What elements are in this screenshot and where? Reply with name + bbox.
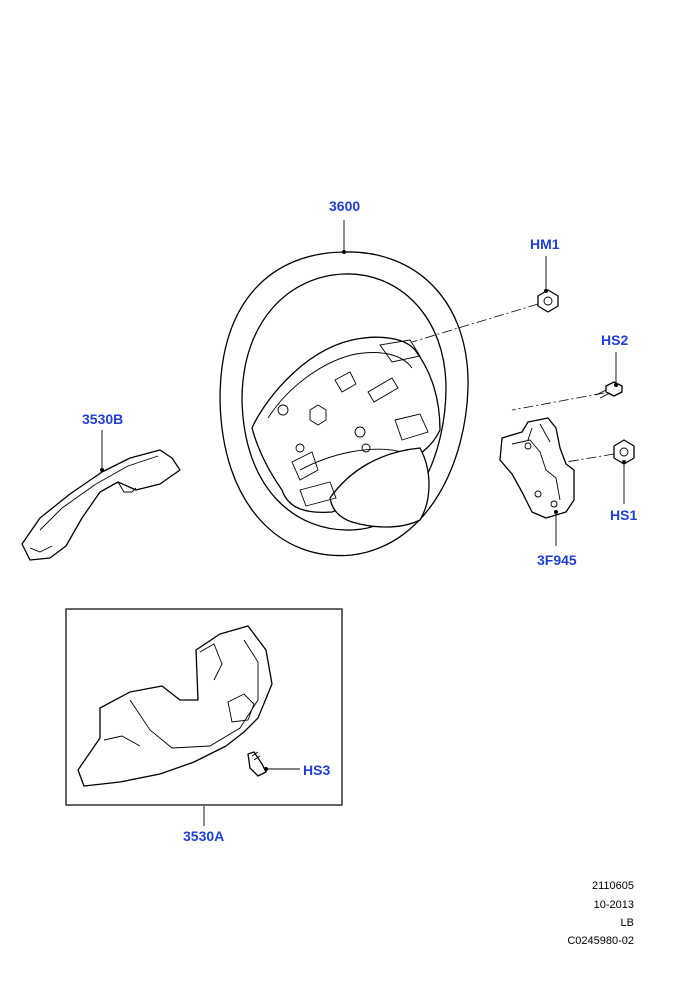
nut-hm1[interactable] xyxy=(537,289,559,313)
callout-3530a[interactable]: 3530A xyxy=(183,828,225,844)
leader-lines xyxy=(100,220,626,826)
callout-hs3[interactable]: HS3 xyxy=(303,762,331,778)
callout-3530b[interactable]: 3530B xyxy=(82,411,124,427)
callout-3f945[interactable]: 3F945 xyxy=(537,552,577,568)
bracket-3f945[interactable] xyxy=(499,417,575,519)
callout-hs2[interactable]: HS2 xyxy=(601,332,629,348)
screw-hs1[interactable] xyxy=(613,439,635,465)
footer-date: 10-2013 xyxy=(593,899,634,911)
lower-shroud-3530a[interactable] xyxy=(77,625,273,787)
callout-3600[interactable]: 3600 xyxy=(329,198,361,214)
footer-code: 2110605 xyxy=(591,880,634,892)
steering-wheel-3600[interactable] xyxy=(219,251,469,557)
assembly-lines xyxy=(411,303,615,463)
upper-shroud-3530b[interactable] xyxy=(21,449,181,561)
screw-hs3[interactable] xyxy=(247,751,267,777)
footer-region: LB xyxy=(620,917,634,929)
footer-ref: C0245980-02 xyxy=(567,935,634,947)
callout-hs1[interactable]: HS1 xyxy=(610,507,638,523)
screw-hs2[interactable] xyxy=(595,381,623,399)
inset-box xyxy=(65,608,343,806)
callout-hm1[interactable]: HM1 xyxy=(530,236,560,252)
